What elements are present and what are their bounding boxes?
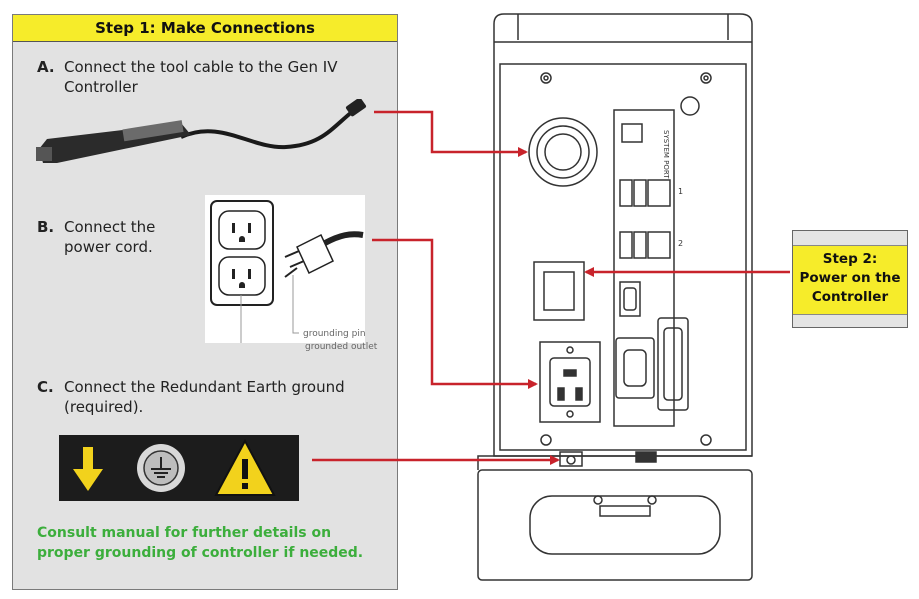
grounding-pin-label: grounding pin [303,329,365,339]
step1-header: Step 1: Make Connections [13,15,397,42]
step2-box: Step 2: Power on the Controller [792,230,908,328]
step-b-letter: B. [37,218,55,236]
ground-symbols-image [59,435,299,501]
usb-label-1: 1 [678,187,683,196]
tool-cable-image [31,97,371,175]
step-b-text: Connect the power cord. [64,218,156,256]
step-a-letter: A. [37,58,55,76]
system-port-label: SYSTEM PORT [662,130,670,179]
tool-cable-arrow [374,110,528,157]
step2-title: Step 2: [822,251,878,267]
step-c-letter: C. [37,378,54,396]
power-cord-arrow [372,238,538,389]
down-arrow-icon [73,447,103,491]
step-a-instruction: A. Connect the tool cable to the Gen IV … [37,57,397,101]
step1-panel: Step 1: Make Connections A. Connect the … [12,14,398,590]
usb-label-2: 2 [678,239,683,248]
grounded-outlet-label: grounded outlet [305,342,378,352]
step-c-instruction: C. Connect the Redundant Earth ground (r… [37,377,397,421]
step2-line2: Power on the [799,270,901,286]
step2-label: Step 2: Power on the Controller [793,245,907,315]
step-a-text: Connect the tool cable to the Gen IV Con… [64,58,338,96]
power-cord-image: grounding pin grounded outlet [205,195,377,352]
step-c-text: Connect the Redundant Earth ground (requ… [64,378,345,416]
step2-line3: Controller [811,289,889,305]
grounding-note: Consult manual for further details on pr… [37,525,364,561]
step-b-instruction: B. Connect the power cord. [37,217,207,261]
